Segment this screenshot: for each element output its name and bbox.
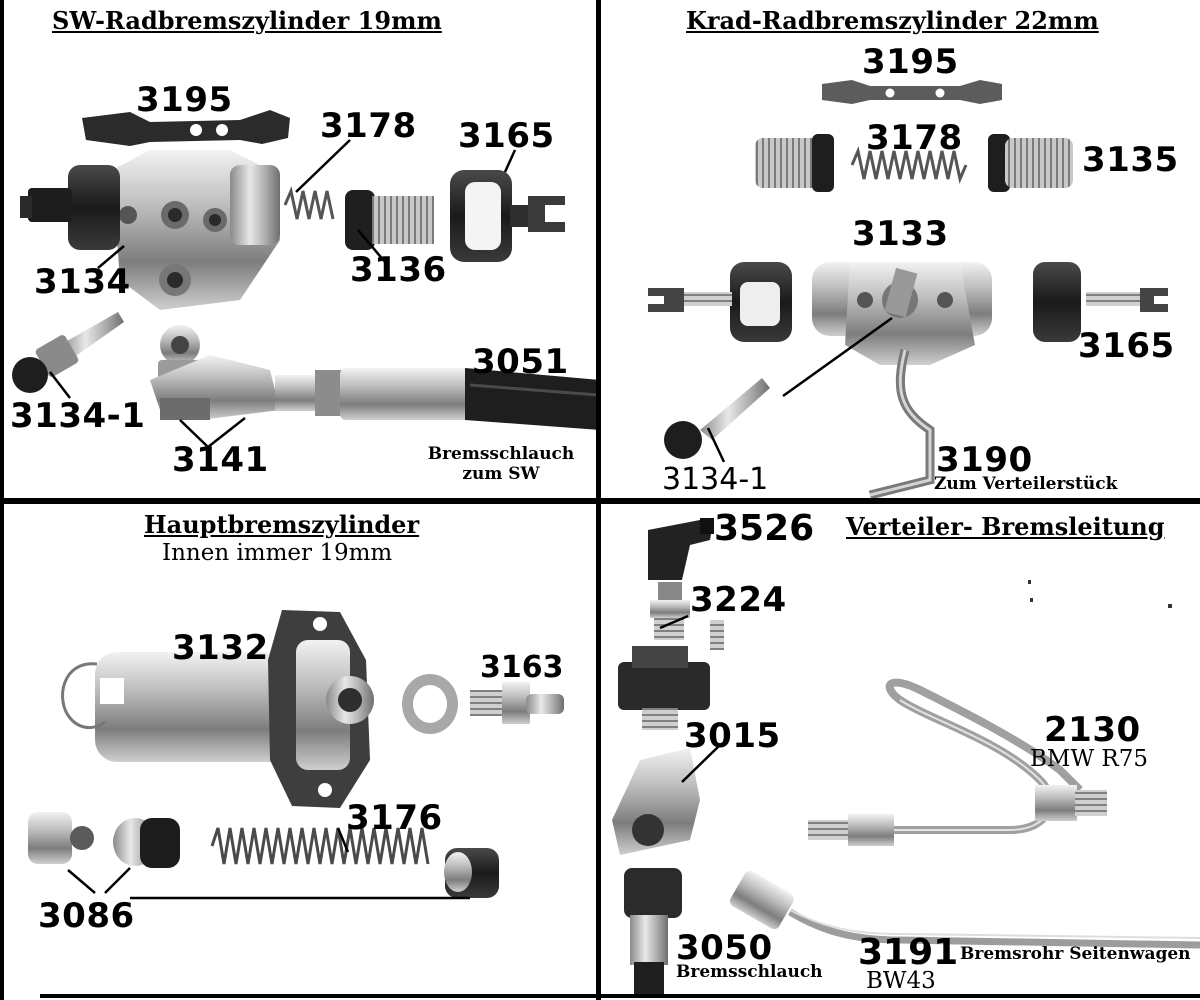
panel-subtitle-innen-19mm: Innen immer 19mm [162,540,393,566]
part-label-3178-krad: 3178 [866,118,963,158]
part-label-3136: 3136 [350,250,447,290]
part-label-3163: 3163 [480,650,564,685]
part-label-3015: 3015 [684,716,781,756]
part-label-3050: 3050 [676,928,773,968]
part-label-3195: 3195 [136,80,233,120]
panel-title-sw-radbremszylinder: SW-Radbremszylinder 19mm [52,6,442,35]
tr-parts [648,80,1168,500]
panel-title-hauptbremszylinder: Hauptbremszylinder [144,510,420,539]
caption-bremsschlauch-sw: Bremsschlauch zum SW [412,444,590,484]
part-label-3191: 3191 [858,932,959,973]
part-label-3224: 3224 [690,580,787,620]
part-label-2130: 2130 [1044,710,1141,750]
br-parts [612,518,1200,998]
part-label-3176: 3176 [346,798,443,838]
part-label-3178: 3178 [320,106,417,146]
part-label-3165-krad: 3165 [1078,326,1175,366]
part-label-3134-1: 3134-1 [10,396,146,436]
panel-title-krad-radbremszylinder: Krad-Radbremszylinder 22mm [686,6,1099,35]
caption-line-2: zum SW [462,464,540,484]
part-label-3195-krad: 3195 [862,42,959,82]
panel-title-verteiler-bremsleitung: Verteiler- Bremsleitung [846,512,1165,541]
tl-parts [12,110,600,430]
leader-lines [49,139,893,900]
part-label-3526: 3526 [714,508,815,549]
part-label-3134-1-krad: 3134-1 [662,462,769,497]
part-label-3165: 3165 [458,116,555,156]
part-label-3051: 3051 [472,342,569,382]
caption-zum-verteilerstueck: Zum Verteilerstück [934,474,1118,494]
part-label-3132: 3132 [172,628,269,668]
part-label-3135: 3135 [1082,140,1179,180]
model-label-bmw-r75: BMW R75 [1030,746,1148,772]
bl-parts [28,610,564,898]
part-label-3134: 3134 [34,262,131,302]
part-label-3141: 3141 [172,440,269,480]
part-label-3133: 3133 [852,214,949,254]
part-label-3086: 3086 [38,896,135,936]
model-label-bw43: BW43 [866,968,936,994]
caption-bremsrohr-seitenwagen: Bremsrohr Seitenwagen [960,944,1191,964]
caption-line-1: Bremsschlauch [427,444,575,464]
caption-bremsschlauch: Bremsschlauch [676,962,823,982]
part-label-3190: 3190 [936,440,1033,480]
